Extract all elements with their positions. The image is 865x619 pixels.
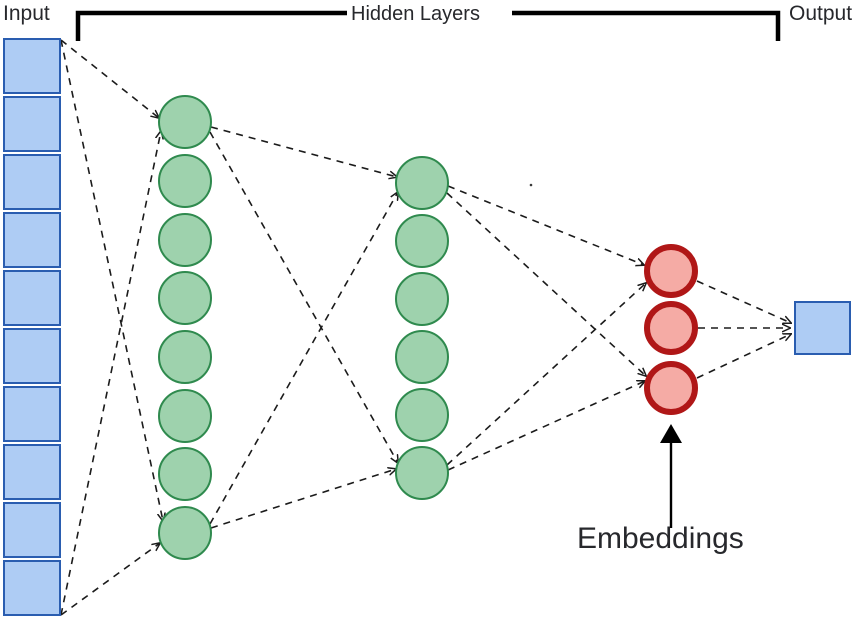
embeddings-label: Embeddings bbox=[577, 522, 744, 555]
edge-input-top-h1-7 bbox=[60, 39, 163, 521]
hidden-node[interactable] bbox=[395, 330, 449, 384]
hidden-node[interactable] bbox=[158, 154, 212, 208]
input-node[interactable] bbox=[3, 444, 61, 500]
hidden-node[interactable] bbox=[158, 271, 212, 325]
hidden-node[interactable] bbox=[395, 272, 449, 326]
output-layer bbox=[794, 301, 851, 355]
input-node[interactable] bbox=[3, 328, 61, 384]
edge-h1-0-h2-0 bbox=[210, 126, 397, 177]
hidden-node[interactable] bbox=[395, 156, 449, 210]
hidden-node[interactable] bbox=[158, 95, 212, 149]
hidden-layer-1 bbox=[158, 95, 212, 560]
edge-h2-0-emb-0 bbox=[447, 185, 644, 265]
input-node[interactable] bbox=[3, 270, 61, 326]
input-node[interactable] bbox=[3, 154, 61, 210]
hidden-node[interactable] bbox=[158, 330, 212, 384]
output-node[interactable] bbox=[794, 301, 851, 355]
input-layer bbox=[3, 38, 61, 616]
input-node[interactable] bbox=[3, 386, 61, 442]
edge-emb-2-output bbox=[696, 334, 791, 379]
edge-h1-0-h2-5 bbox=[209, 131, 398, 463]
input-node[interactable] bbox=[3, 502, 61, 558]
hidden-node[interactable] bbox=[395, 214, 449, 268]
output-label: Output bbox=[789, 2, 853, 25]
artifact-speck bbox=[529, 183, 533, 187]
input-label: Input bbox=[3, 2, 50, 25]
embedding-node[interactable] bbox=[644, 244, 698, 298]
edge-h2-0-emb-2 bbox=[446, 192, 646, 376]
hidden-layer-2 bbox=[395, 156, 449, 500]
hidden-node[interactable] bbox=[158, 213, 212, 267]
input-node[interactable] bbox=[3, 212, 61, 268]
edge-h1-7-h2-5 bbox=[210, 469, 396, 529]
edge-input-top-h1-0 bbox=[60, 39, 159, 118]
input-node[interactable] bbox=[3, 96, 61, 152]
edge-input-bottom-h1-7 bbox=[60, 543, 160, 616]
edge-h2-5-emb-0 bbox=[446, 283, 646, 466]
edge-emb-0-output bbox=[696, 280, 791, 323]
input-node[interactable] bbox=[3, 38, 61, 94]
edge-input-bottom-h1-0 bbox=[60, 131, 161, 616]
hidden-layers-label: Hidden Layers bbox=[351, 3, 480, 25]
input-node[interactable] bbox=[3, 560, 61, 616]
hidden-layers-bracket bbox=[75, 10, 781, 41]
embedding-node[interactable] bbox=[644, 301, 698, 355]
hidden-node[interactable] bbox=[395, 388, 449, 442]
embedding-node[interactable] bbox=[644, 361, 698, 415]
hidden-node[interactable] bbox=[158, 389, 212, 443]
hidden-node[interactable] bbox=[158, 447, 212, 501]
edge-h1-7-h2-0 bbox=[209, 192, 398, 525]
network-edges bbox=[60, 39, 791, 616]
hidden-node[interactable] bbox=[158, 506, 212, 560]
edge-h2-5-emb-2 bbox=[447, 381, 645, 471]
hidden-node[interactable] bbox=[395, 446, 449, 500]
embedding-layer bbox=[644, 244, 698, 415]
